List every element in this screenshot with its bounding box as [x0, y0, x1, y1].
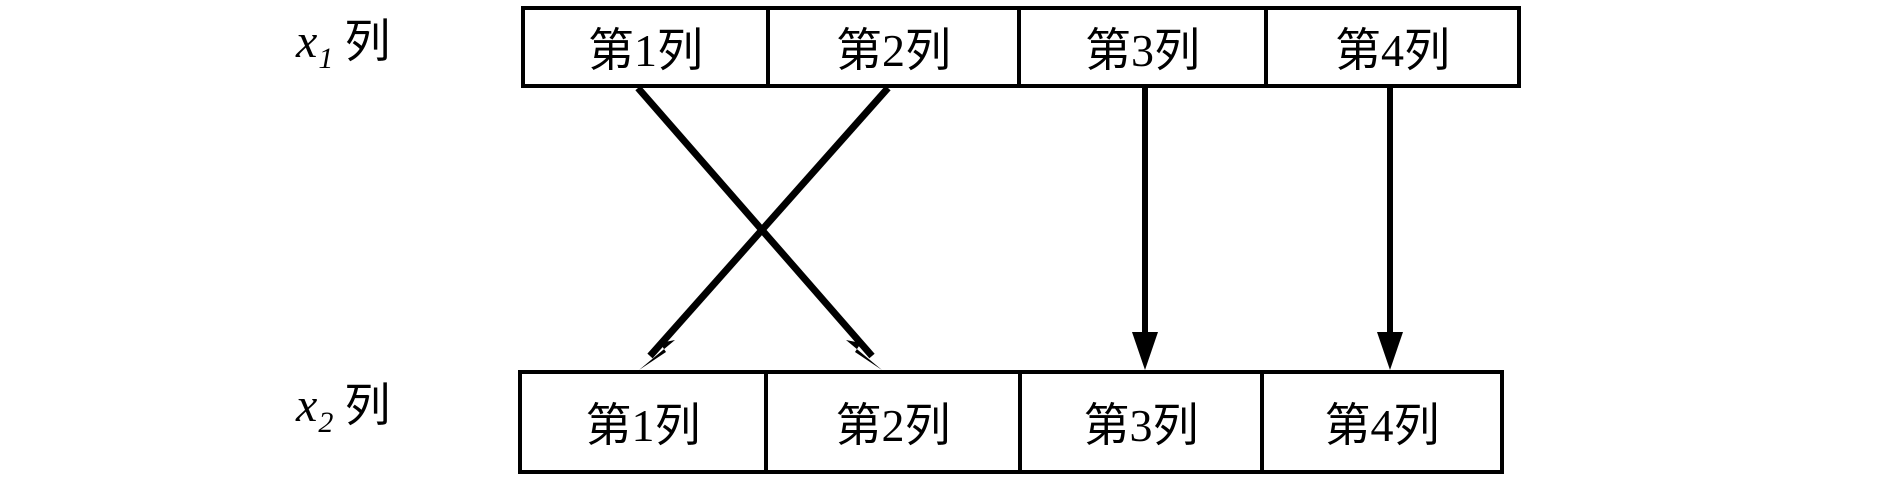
bottom-cell-3: 第3列	[1022, 374, 1264, 470]
top-row-boxes: 第1列 第2列 第3列 第4列	[521, 6, 1521, 88]
row-label-x1-subscript: 1	[318, 42, 334, 75]
top-cell-2: 第2列	[770, 10, 1022, 84]
arrow-col3-to-col3-icon	[1132, 88, 1158, 370]
row-label-x1-variable: x	[296, 15, 318, 68]
bottom-row-boxes: 第1列 第2列 第3列 第4列	[518, 370, 1504, 474]
row-label-x2-variable: x	[296, 379, 318, 432]
row-label-x2-word: 列	[344, 380, 391, 431]
row-label-x2-subscript: 2	[318, 406, 334, 439]
arrow-col4-to-col4-icon	[1377, 88, 1403, 370]
top-cell-3: 第3列	[1021, 10, 1269, 84]
arrow-col1-to-col2-icon	[635, 85, 882, 370]
top-cell-4: 第4列	[1335, 25, 1451, 76]
arrow-col2-to-col1-icon	[639, 85, 891, 370]
bottom-cell-1: 第1列	[522, 374, 768, 470]
row-label-x1-word: 列	[344, 16, 391, 67]
bottom-cell-2: 第2列	[768, 374, 1022, 470]
top-cell-1: 第1列	[525, 10, 771, 84]
bottom-cell-4: 第4列	[1324, 400, 1440, 451]
